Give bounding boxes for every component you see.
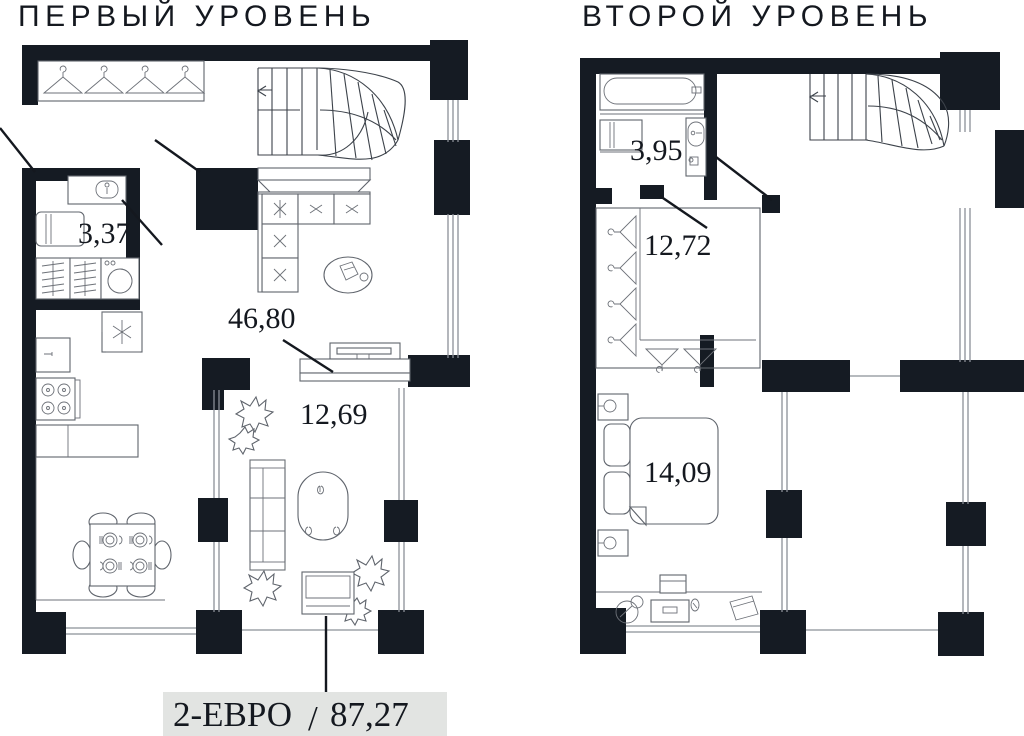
place-setting (129, 532, 153, 548)
total-area-badge: 2-ЕВРО / 87,27 (163, 692, 447, 736)
level-1-walls (22, 40, 470, 654)
level-1-glazing (66, 100, 459, 635)
place-setting (99, 558, 122, 574)
refrigerator-icon (35, 337, 71, 373)
nightstand-icon (597, 529, 629, 557)
sink-icon (685, 117, 707, 177)
dresser-icon (650, 599, 690, 623)
oval-table-icon (297, 471, 349, 541)
dressing-room: 12,72 (595, 207, 761, 373)
hanger-icon (164, 65, 206, 94)
towel-radiator-icon (69, 257, 102, 300)
sectional-sofa-icon (256, 167, 372, 293)
hanger-icon (83, 65, 125, 94)
place-setting (99, 532, 123, 548)
pillow-icon (603, 423, 631, 467)
level-2-leader-lines (659, 156, 773, 229)
hanger-icon (607, 250, 637, 286)
toilet-icon (688, 156, 699, 166)
hanger-icon (682, 348, 718, 373)
ottoman-icon (659, 574, 687, 594)
armchair-icon (301, 571, 355, 615)
bathtub-icon (35, 211, 85, 247)
round-coffee-table-icon (323, 256, 373, 294)
pillow-icon (603, 471, 631, 515)
area-label-3-95: 3,95 (630, 134, 683, 167)
rug-icon (729, 595, 759, 621)
curved-staircase-icon (256, 67, 406, 161)
outdoor-sofa-icon (249, 459, 286, 571)
level-2-walls (580, 52, 1024, 656)
ventilation-icon (101, 311, 143, 353)
hanger-icon (607, 286, 637, 322)
dining-table-icon (72, 512, 172, 598)
hanger-icon (607, 322, 637, 358)
kitchen (35, 311, 165, 601)
area-label-46-80: 46,80 (228, 302, 296, 335)
bed-icon (628, 417, 719, 527)
badge-layout-label: 2-ЕВРО (173, 695, 292, 734)
level-2-title: ВТОРОЙ УРОВЕНЬ (582, 0, 933, 33)
terrace (227, 395, 391, 627)
badge-total-area: 87,27 (330, 695, 409, 734)
plant-icon (234, 395, 275, 434)
plant-icon (242, 569, 283, 608)
stove-icon (35, 377, 81, 421)
bathroom-level-2: 3,95 (599, 73, 707, 177)
washing-machine-icon (100, 257, 140, 300)
towel-radiator-icon (35, 257, 71, 300)
curved-staircase-icon (808, 73, 950, 151)
area-label-14-09: 14,09 (644, 456, 712, 489)
hanger-icon (124, 65, 166, 94)
level-1-leader-lines (0, 127, 334, 694)
bathtub-icon (599, 73, 705, 111)
badge-separator: / (308, 699, 318, 736)
bathroom-level-1: 3,37 (35, 175, 140, 300)
level-2-glazing (626, 110, 971, 633)
mirror-icon (615, 595, 644, 624)
plant-icon (350, 554, 391, 593)
sink-icon (67, 175, 127, 205)
washing-machine-icon (599, 119, 643, 151)
area-label-3-37: 3,37 (78, 217, 131, 250)
level-1-title: ПЕРВЫЙ УРОВЕНЬ (18, 0, 376, 33)
hanger-icon (42, 65, 84, 94)
entry-closet (37, 60, 206, 102)
bedroom: 14,09 (596, 393, 762, 624)
area-label-12-72: 12,72 (644, 229, 712, 262)
kitchen-counter-icon (35, 424, 139, 458)
nightstand-icon (597, 393, 629, 421)
area-label-12-69: 12,69 (300, 398, 368, 431)
plant-icon (227, 426, 261, 456)
decor-icon (690, 598, 700, 612)
place-setting (129, 558, 152, 574)
hanger-icon (607, 214, 637, 250)
hanger-icon (644, 348, 680, 373)
